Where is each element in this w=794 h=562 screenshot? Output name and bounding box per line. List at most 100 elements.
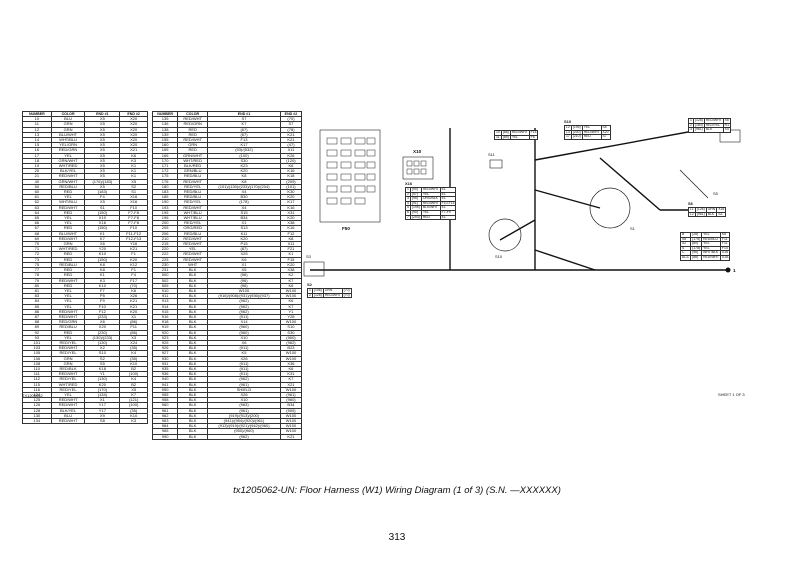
table-cell: E1 — [439, 214, 457, 221]
table-cell: 964 — [151, 423, 179, 430]
label-w1: 1 — [733, 268, 736, 273]
table-cell: F10 — [119, 225, 148, 232]
table-cell: (70) — [279, 116, 303, 123]
table-cell: (89) — [500, 134, 511, 141]
table-cell: Y17 — [84, 407, 121, 414]
table-cell: K20 — [279, 261, 303, 269]
label-s2: S2 — [307, 282, 312, 287]
table-cell: 139 — [151, 131, 179, 139]
table-cell: (35) — [119, 407, 148, 414]
table-cell: 206 — [151, 230, 179, 237]
table-cell: (86) — [119, 329, 148, 336]
table-cell: F12 — [84, 308, 121, 315]
table-cell: K16 — [279, 204, 303, 211]
motor-s10 — [488, 218, 522, 252]
table-cell: 170 — [151, 157, 179, 165]
table-cell: X5 — [119, 178, 148, 185]
table-cell: W100 — [279, 319, 303, 326]
table-cell: 193 — [151, 204, 179, 211]
table-cell: (47) — [279, 142, 303, 149]
table-cell: 175 — [151, 173, 179, 180]
table-cell: 918 — [151, 319, 179, 326]
table-cell: K10 — [119, 360, 148, 367]
table-cell: (78) — [279, 126, 303, 133]
table-cell: 135 — [151, 116, 179, 123]
table-cell: S10 — [84, 350, 121, 357]
table-cell: B2 — [119, 381, 148, 388]
table-cell: 166 — [151, 152, 179, 159]
table-cell: 936 — [151, 371, 179, 378]
label-s5: S5 — [713, 191, 719, 196]
table-cell: 172 — [151, 168, 179, 175]
table-cell: K21 — [119, 298, 148, 305]
table-cell: (130) — [84, 339, 121, 347]
table-cell: 919 — [151, 324, 179, 331]
table-cell: X38 — [279, 267, 303, 274]
table-cell: 220 — [151, 246, 179, 253]
label-s10-table: S10 — [564, 119, 572, 124]
table-cell: 230 — [151, 261, 179, 269]
table-cell: K1 — [84, 230, 121, 237]
table-cell: (230) — [84, 329, 121, 336]
table-cell: K3 — [84, 277, 121, 284]
table-cell: X9 — [84, 412, 121, 420]
table-cell: (913)/(919)/(921)/(942)/(960) — [207, 423, 281, 430]
table-header-cell: NUMBER — [151, 110, 179, 118]
table-cell: K1 — [119, 163, 148, 170]
table-cell: X38 — [279, 220, 303, 227]
table-cell: YEL — [509, 134, 530, 141]
table-cell: F4 — [119, 272, 148, 279]
table-cell: K3 — [119, 157, 148, 165]
table-cell: K31 — [279, 371, 303, 378]
table-cell: X5 — [84, 173, 121, 180]
table-cell: F12 — [279, 230, 303, 237]
table-cell: K16 — [279, 168, 303, 175]
table-cell: K20 — [119, 256, 148, 263]
table-cell: F10 — [119, 204, 148, 211]
label-s10: S10 — [495, 254, 503, 259]
ground-point — [725, 267, 731, 273]
table-cell: F15 — [279, 256, 303, 263]
table-cell: (120) — [279, 157, 303, 165]
table-cell: 914 — [151, 303, 179, 310]
table-cell: 913 — [151, 298, 179, 305]
table-cell: K7 — [279, 303, 303, 310]
table-cell: K8 — [84, 267, 121, 274]
table-cell: K21 — [119, 246, 148, 253]
table-cell: 200 — [151, 220, 179, 227]
table-cell: S5 — [84, 360, 121, 367]
table-cell: 955 — [151, 391, 179, 399]
